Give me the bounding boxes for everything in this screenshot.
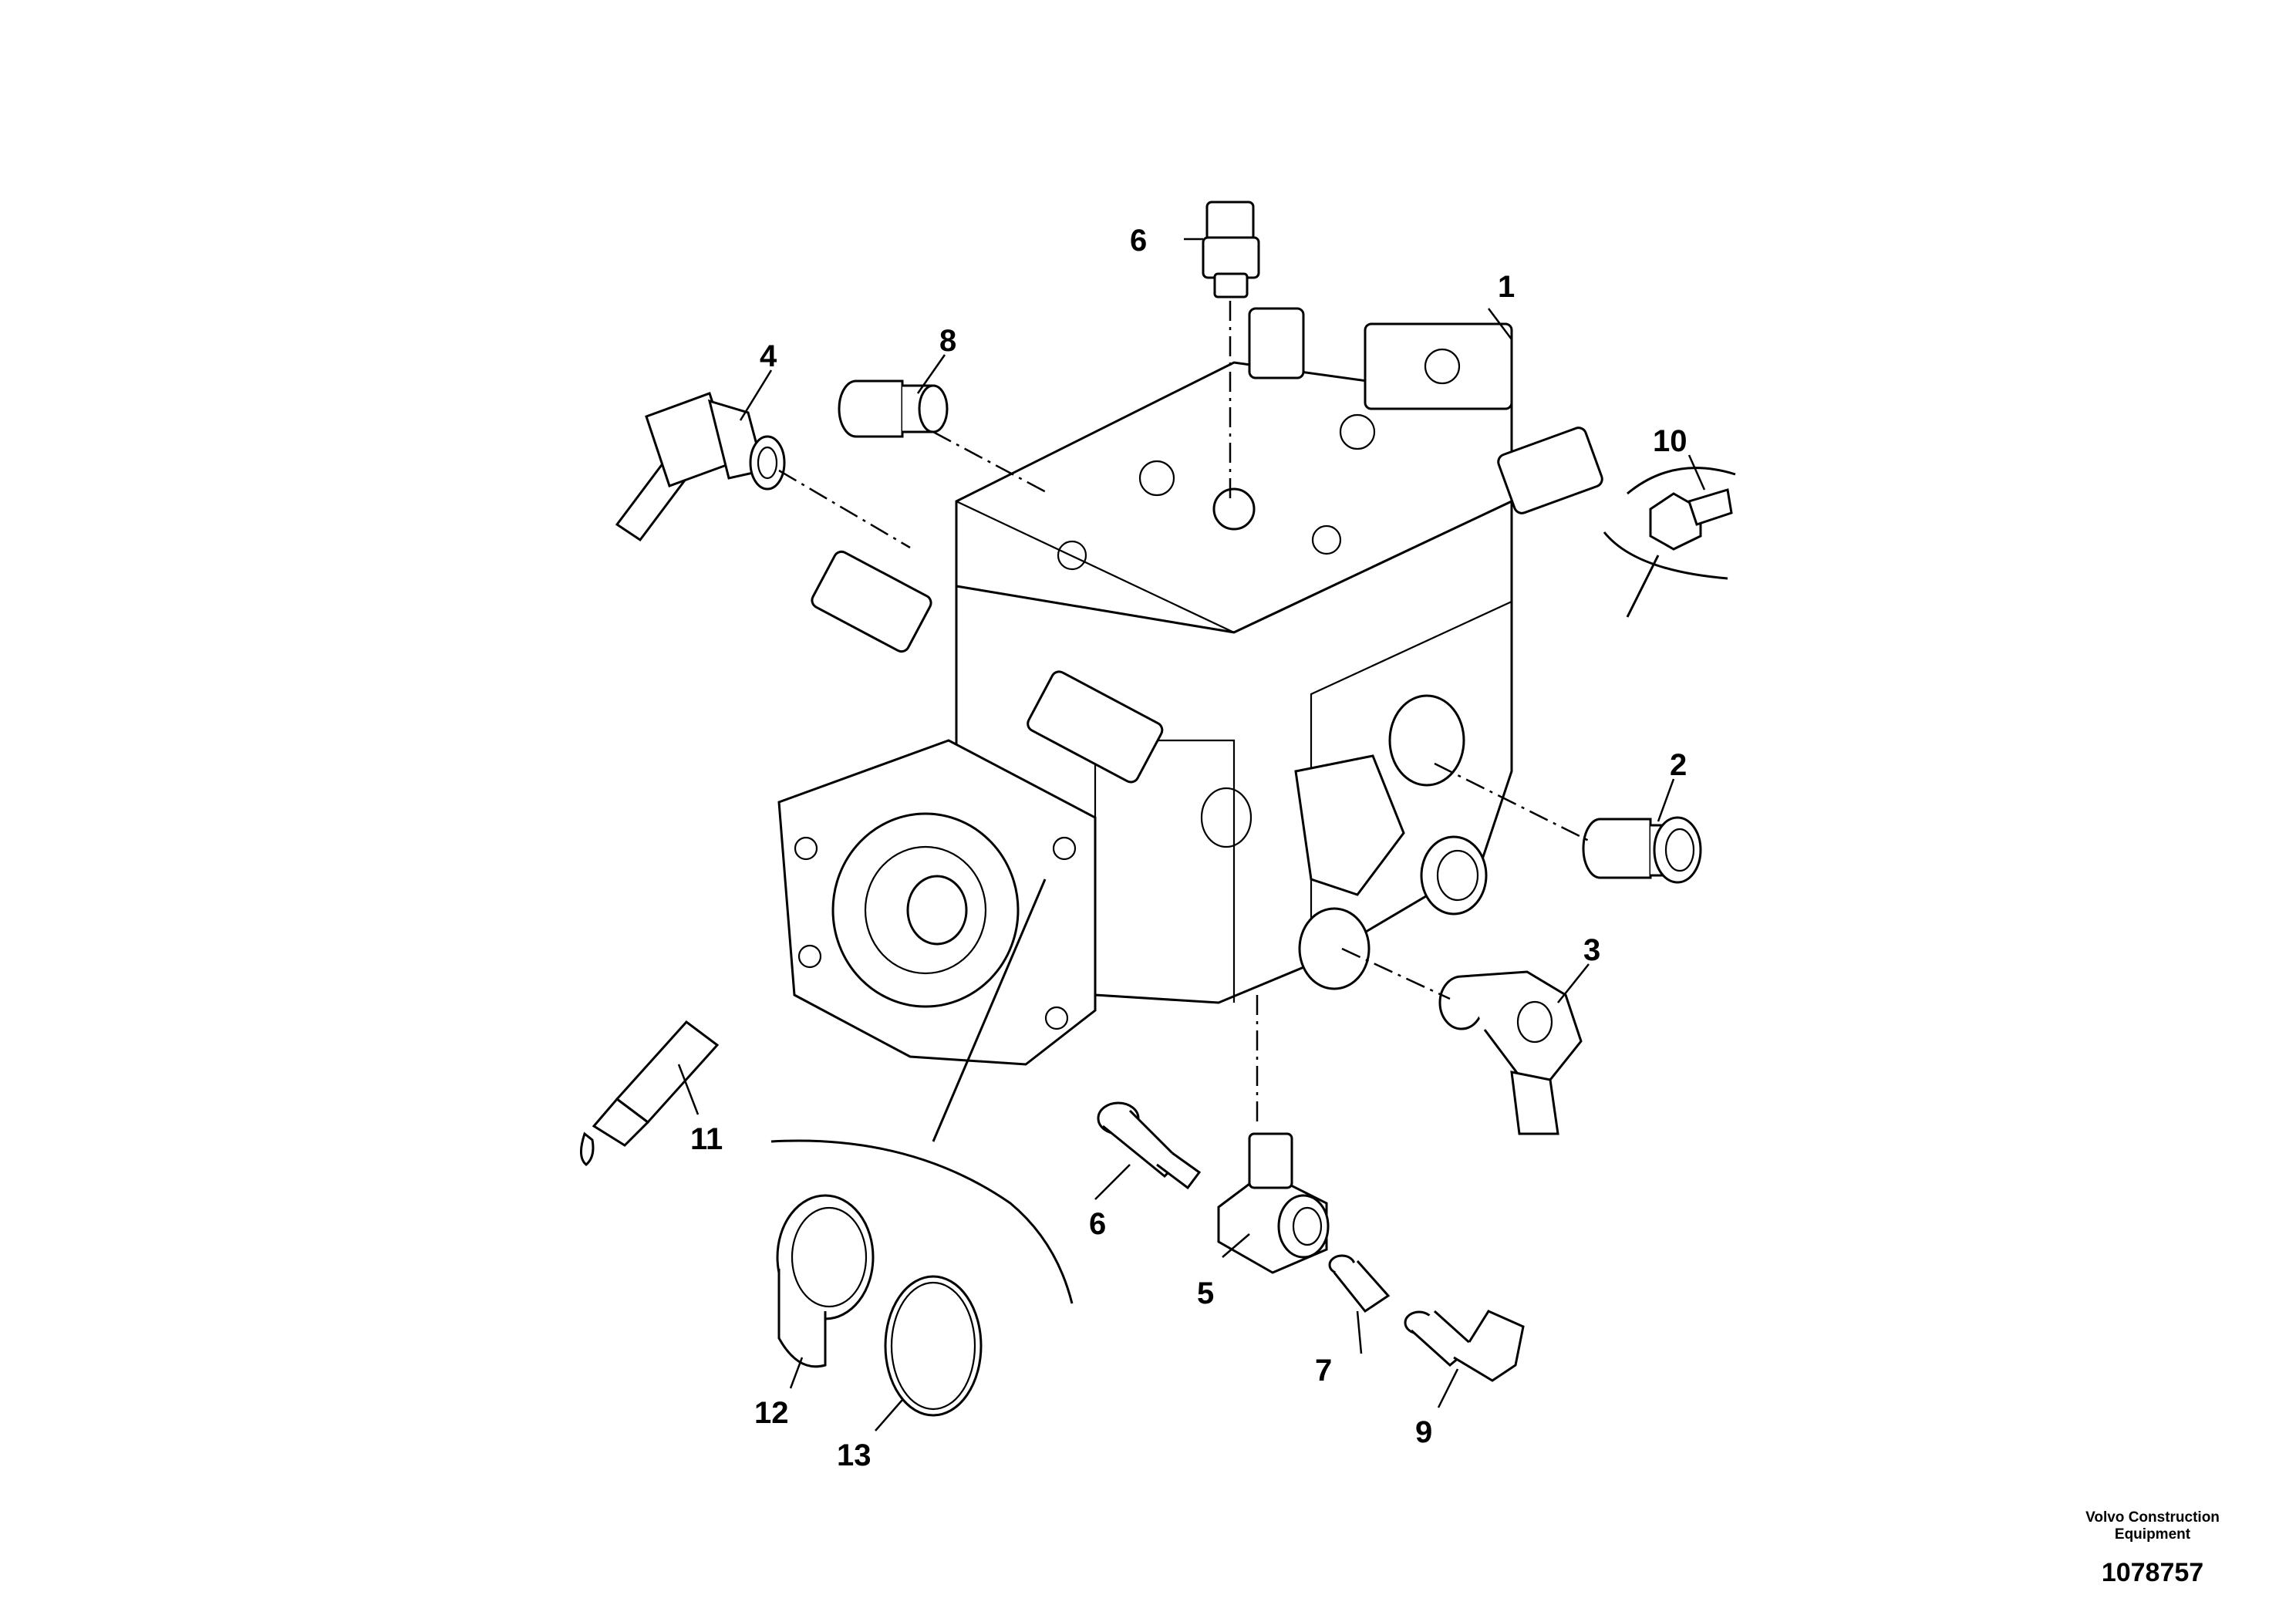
callout-3: 3	[1583, 933, 1600, 967]
adapter-7[interactable]	[1328, 1254, 1391, 1313]
sensor-9[interactable]	[1404, 1310, 1525, 1382]
bolt-10[interactable]	[1649, 488, 1733, 551]
bushing-12[interactable]	[776, 1194, 875, 1368]
callout-8: 8	[939, 324, 956, 358]
callout-6-top: 6	[1130, 224, 1147, 258]
callout-10: 10	[1653, 424, 1687, 458]
sealant-tube-11[interactable]	[580, 1020, 720, 1166]
detail-circle-12-13	[770, 1139, 1074, 1304]
callout-4: 4	[760, 339, 777, 373]
sensor-4[interactable]	[615, 392, 786, 542]
leader-lines	[677, 238, 1706, 1431]
o-ring-13[interactable]	[884, 1275, 983, 1417]
publisher-credit: Volvo Construction Equipment	[2052, 1509, 2253, 1543]
plug-6-lower[interactable]	[1097, 1101, 1202, 1190]
elbow-3[interactable]	[1438, 970, 1583, 1135]
callout-5: 5	[1197, 1276, 1214, 1310]
callout-12: 12	[754, 1396, 789, 1430]
alignment-lines	[778, 301, 1590, 1126]
publisher-line-2: Equipment	[2114, 1526, 2191, 1543]
detail-pointer-12-13	[932, 878, 1047, 1142]
tee-fitting-5[interactable]	[1217, 1132, 1330, 1274]
callout-6-lower: 6	[1089, 1207, 1106, 1241]
callout-2: 2	[1670, 748, 1687, 782]
pump-assembly[interactable]	[777, 307, 1604, 1066]
detail-pointer-10	[1626, 555, 1660, 618]
adapter-2[interactable]	[1582, 816, 1702, 884]
plug-6-top[interactable]	[1202, 201, 1260, 298]
callout-11: 11	[690, 1122, 723, 1156]
detail-circle-10	[1603, 467, 1736, 580]
callout-7: 7	[1315, 1354, 1332, 1388]
publisher-line-1: Volvo Construction	[2085, 1509, 2220, 1526]
callout-1: 1	[1498, 270, 1515, 304]
callout-13: 13	[837, 1438, 872, 1472]
callout-9: 9	[1415, 1415, 1432, 1449]
drawing-number: 1078757	[2101, 1558, 2204, 1587]
adapter-8[interactable]	[838, 379, 949, 438]
